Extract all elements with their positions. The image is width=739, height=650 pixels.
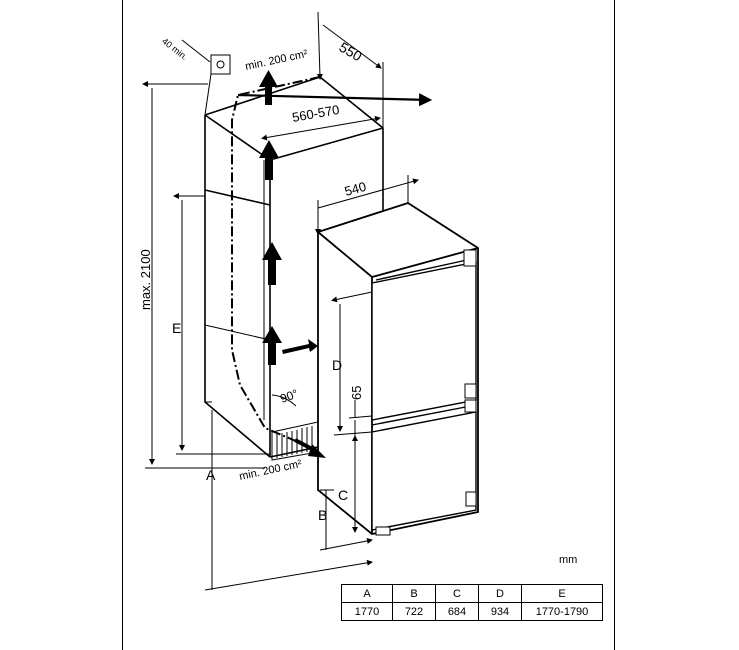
label-vent-top: min. 200 cm² [244,48,309,73]
value-d: 934 [478,602,522,621]
appliance-doors [371,257,477,531]
value-a: 1770 [341,602,393,621]
dimension-lines [145,11,418,591]
label-dim-c: C [338,487,348,503]
dimension-table: A B C D E 1770 722 684 934 1770-1790 [341,584,603,621]
label-vent-bottom: min. 200 cm² [238,458,303,483]
frame-line-left [122,0,123,650]
header-a: A [341,584,393,603]
table-header-row: A B C D E [341,584,603,603]
label-dim-e: E [172,320,181,336]
value-c: 684 [435,602,479,621]
header-c: C [435,584,479,603]
label-dim-65: 65 [349,386,364,400]
header-e: E [521,584,603,603]
header-b: B [392,584,436,603]
label-dim-d: D [332,357,342,373]
label-height-max: max. 2100 [138,249,153,310]
header-d: D [478,584,522,603]
air-arrows [259,70,318,365]
value-b: 722 [392,602,436,621]
exhaust-arrow [237,93,433,107]
angle-arc [271,394,297,407]
door-hinges [375,249,477,536]
value-e: 1770-1790 [521,602,603,621]
label-dim-a: A [206,467,216,483]
label-angle: 90° [278,386,300,405]
unit-label: mm [559,554,578,566]
frame-line-right [614,0,615,650]
label-depth-appliance: 540 [343,179,368,199]
label-dim-b: B [318,507,327,523]
label-clearance-top: 40 min. [160,36,189,62]
vent-symbol [210,54,231,75]
top-clearance-line [204,73,212,116]
label-width-niche: 560-570 [291,102,341,125]
inlet-arrow-head [308,444,326,458]
table-value-row: 1770 722 684 934 1770-1790 [341,602,603,621]
label-depth-outer: 550 [337,39,365,65]
